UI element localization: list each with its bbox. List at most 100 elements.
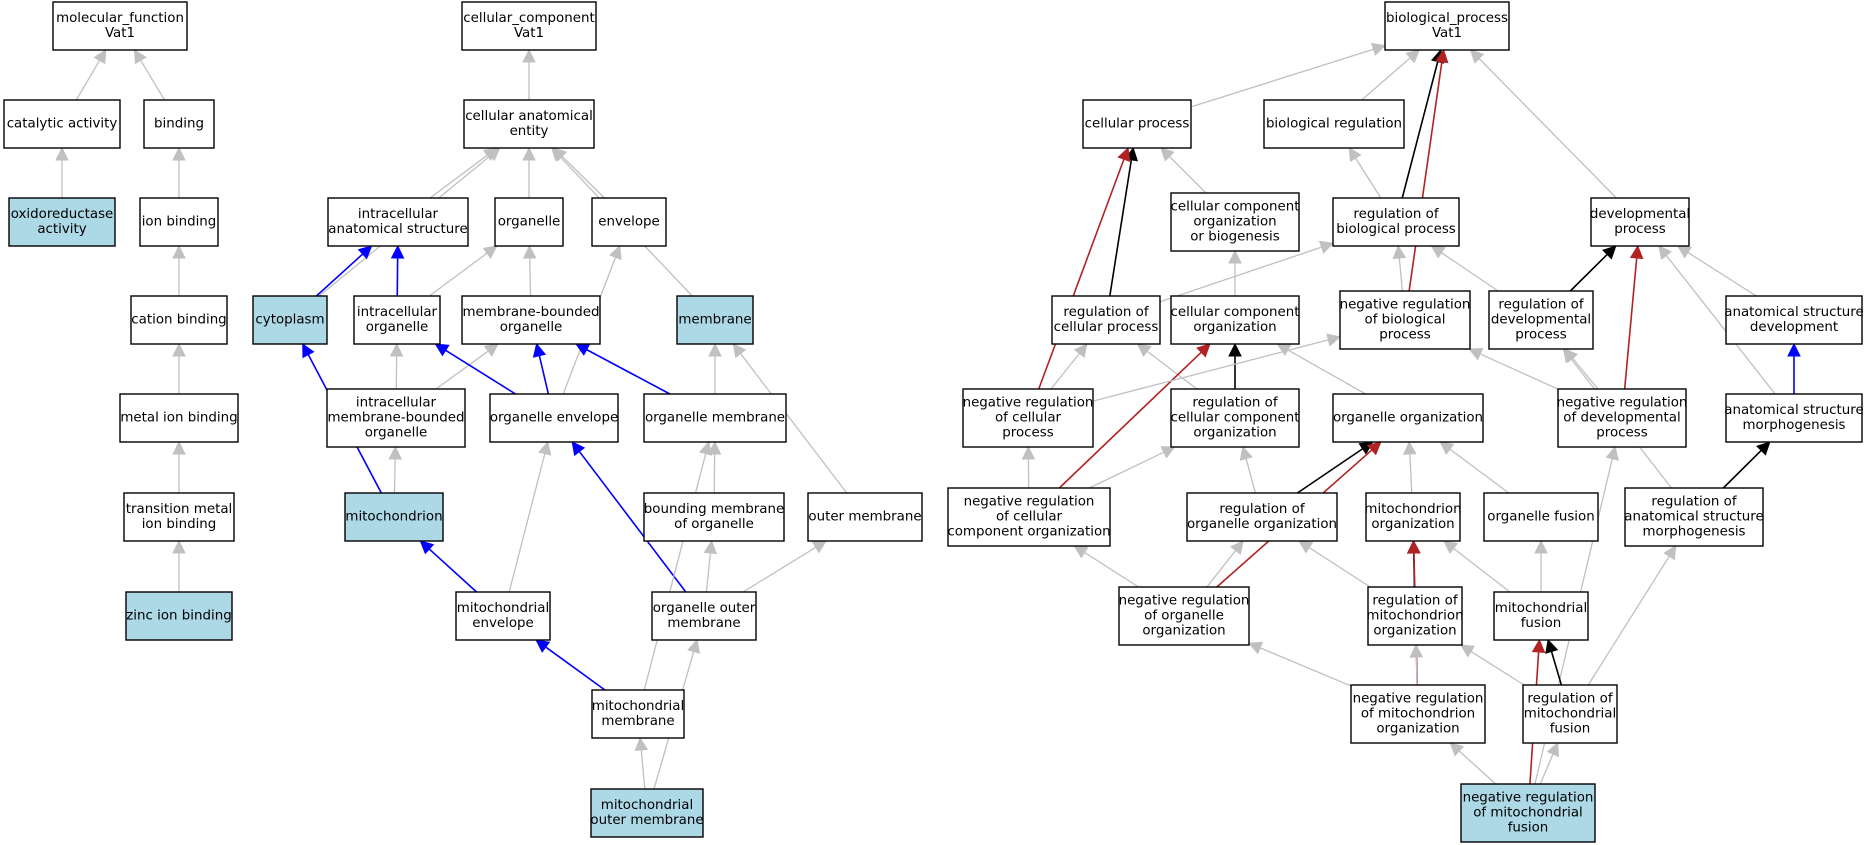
go-term-node-catalytic[interactable]: catalytic activity [3,99,121,149]
edge-is-a [1206,540,1244,588]
edge-regulates [1296,441,1374,494]
node-label-line: of mitochondrion [1361,707,1475,722]
edge-line [1458,750,1497,785]
go-term-node-org-fusion[interactable]: organelle fusion [1483,492,1599,542]
node-label-line: fusion [1521,616,1562,631]
edge-arrowhead [1545,638,1559,654]
go-term-node-ion-binding[interactable]: ion binding [139,197,219,247]
edge-is-a [1228,249,1242,296]
edge-arrowhead [1629,244,1644,260]
go-term-node-cation-binding[interactable]: cation binding [130,295,228,345]
node-label-line: organelle [365,426,428,441]
node-label-line: negative regulation [964,495,1095,510]
node-label-line: regulation of [1498,298,1583,313]
go-term-node-outer-mem[interactable]: outer membrane [807,492,923,542]
node-label-line: outer membrane [808,510,921,525]
go-term-node-metal-ion-binding[interactable]: metal ion binding [119,393,239,443]
node-label-line: mitochondrion [345,510,442,525]
node-box [125,591,233,641]
node-box [123,492,235,542]
go-term-node-membrane[interactable]: membrane [676,295,754,345]
edge-arrowhead [687,638,701,654]
node-label-line: cellular component [1171,305,1300,320]
edge-line [538,355,550,395]
edge-arrowhead [172,244,186,259]
edge-line [1245,458,1257,494]
edge-line [1109,159,1133,297]
edge-negatively-regulates [1408,48,1449,292]
node-label-line: mitochondrial [1495,601,1587,616]
edge-arrowhead [1546,741,1560,758]
go-term-node-mitochondrion[interactable]: mitochondrion [344,492,444,542]
edge-line [1159,246,1322,303]
go-term-node-envelope[interactable]: envelope [591,197,667,247]
go-term-node-org-org[interactable]: organelle organization [1332,393,1484,443]
go-term-node-cytoplasm[interactable]: cytoplasm [252,295,328,345]
node-label-line: organization [1193,426,1276,441]
go-term-node-binding[interactable]: binding [143,99,215,149]
edge-arrowhead [1449,742,1465,757]
edge-arrowhead [133,49,147,65]
node-label-line: regulation of [1192,396,1277,411]
go-term-node-org-env[interactable]: organelle envelope [489,393,619,443]
node-label-line: regulation of [1651,495,1736,510]
node-label-line: negative regulation [1353,692,1484,707]
node-label-line: metal ion binding [120,411,237,426]
edge-is-a [435,343,499,390]
go-term-node-bio-reg[interactable]: biological regulation [1263,99,1405,149]
go-term-node-organelle[interactable]: organelle [494,197,564,247]
node-box [326,388,466,448]
go-term-node-cell-proc[interactable]: cellular process [1082,99,1192,149]
edge-regulates [1109,146,1139,297]
edge-regulates [1569,245,1617,292]
node-box [52,1,188,51]
edge-line [1539,753,1554,785]
edge-line [1190,48,1374,108]
node-label-line: development [1750,320,1838,335]
go-term-node-org-mem[interactable]: organelle membrane [643,393,787,443]
edge-is-a [1539,741,1560,785]
edge-is-a [1089,446,1176,489]
edge-is-a [1468,347,1559,390]
edge-arrowhead [172,146,186,161]
edge-is-a [634,736,649,790]
go-term-node-zinc-ion-binding[interactable]: zinc ion binding [125,591,233,641]
